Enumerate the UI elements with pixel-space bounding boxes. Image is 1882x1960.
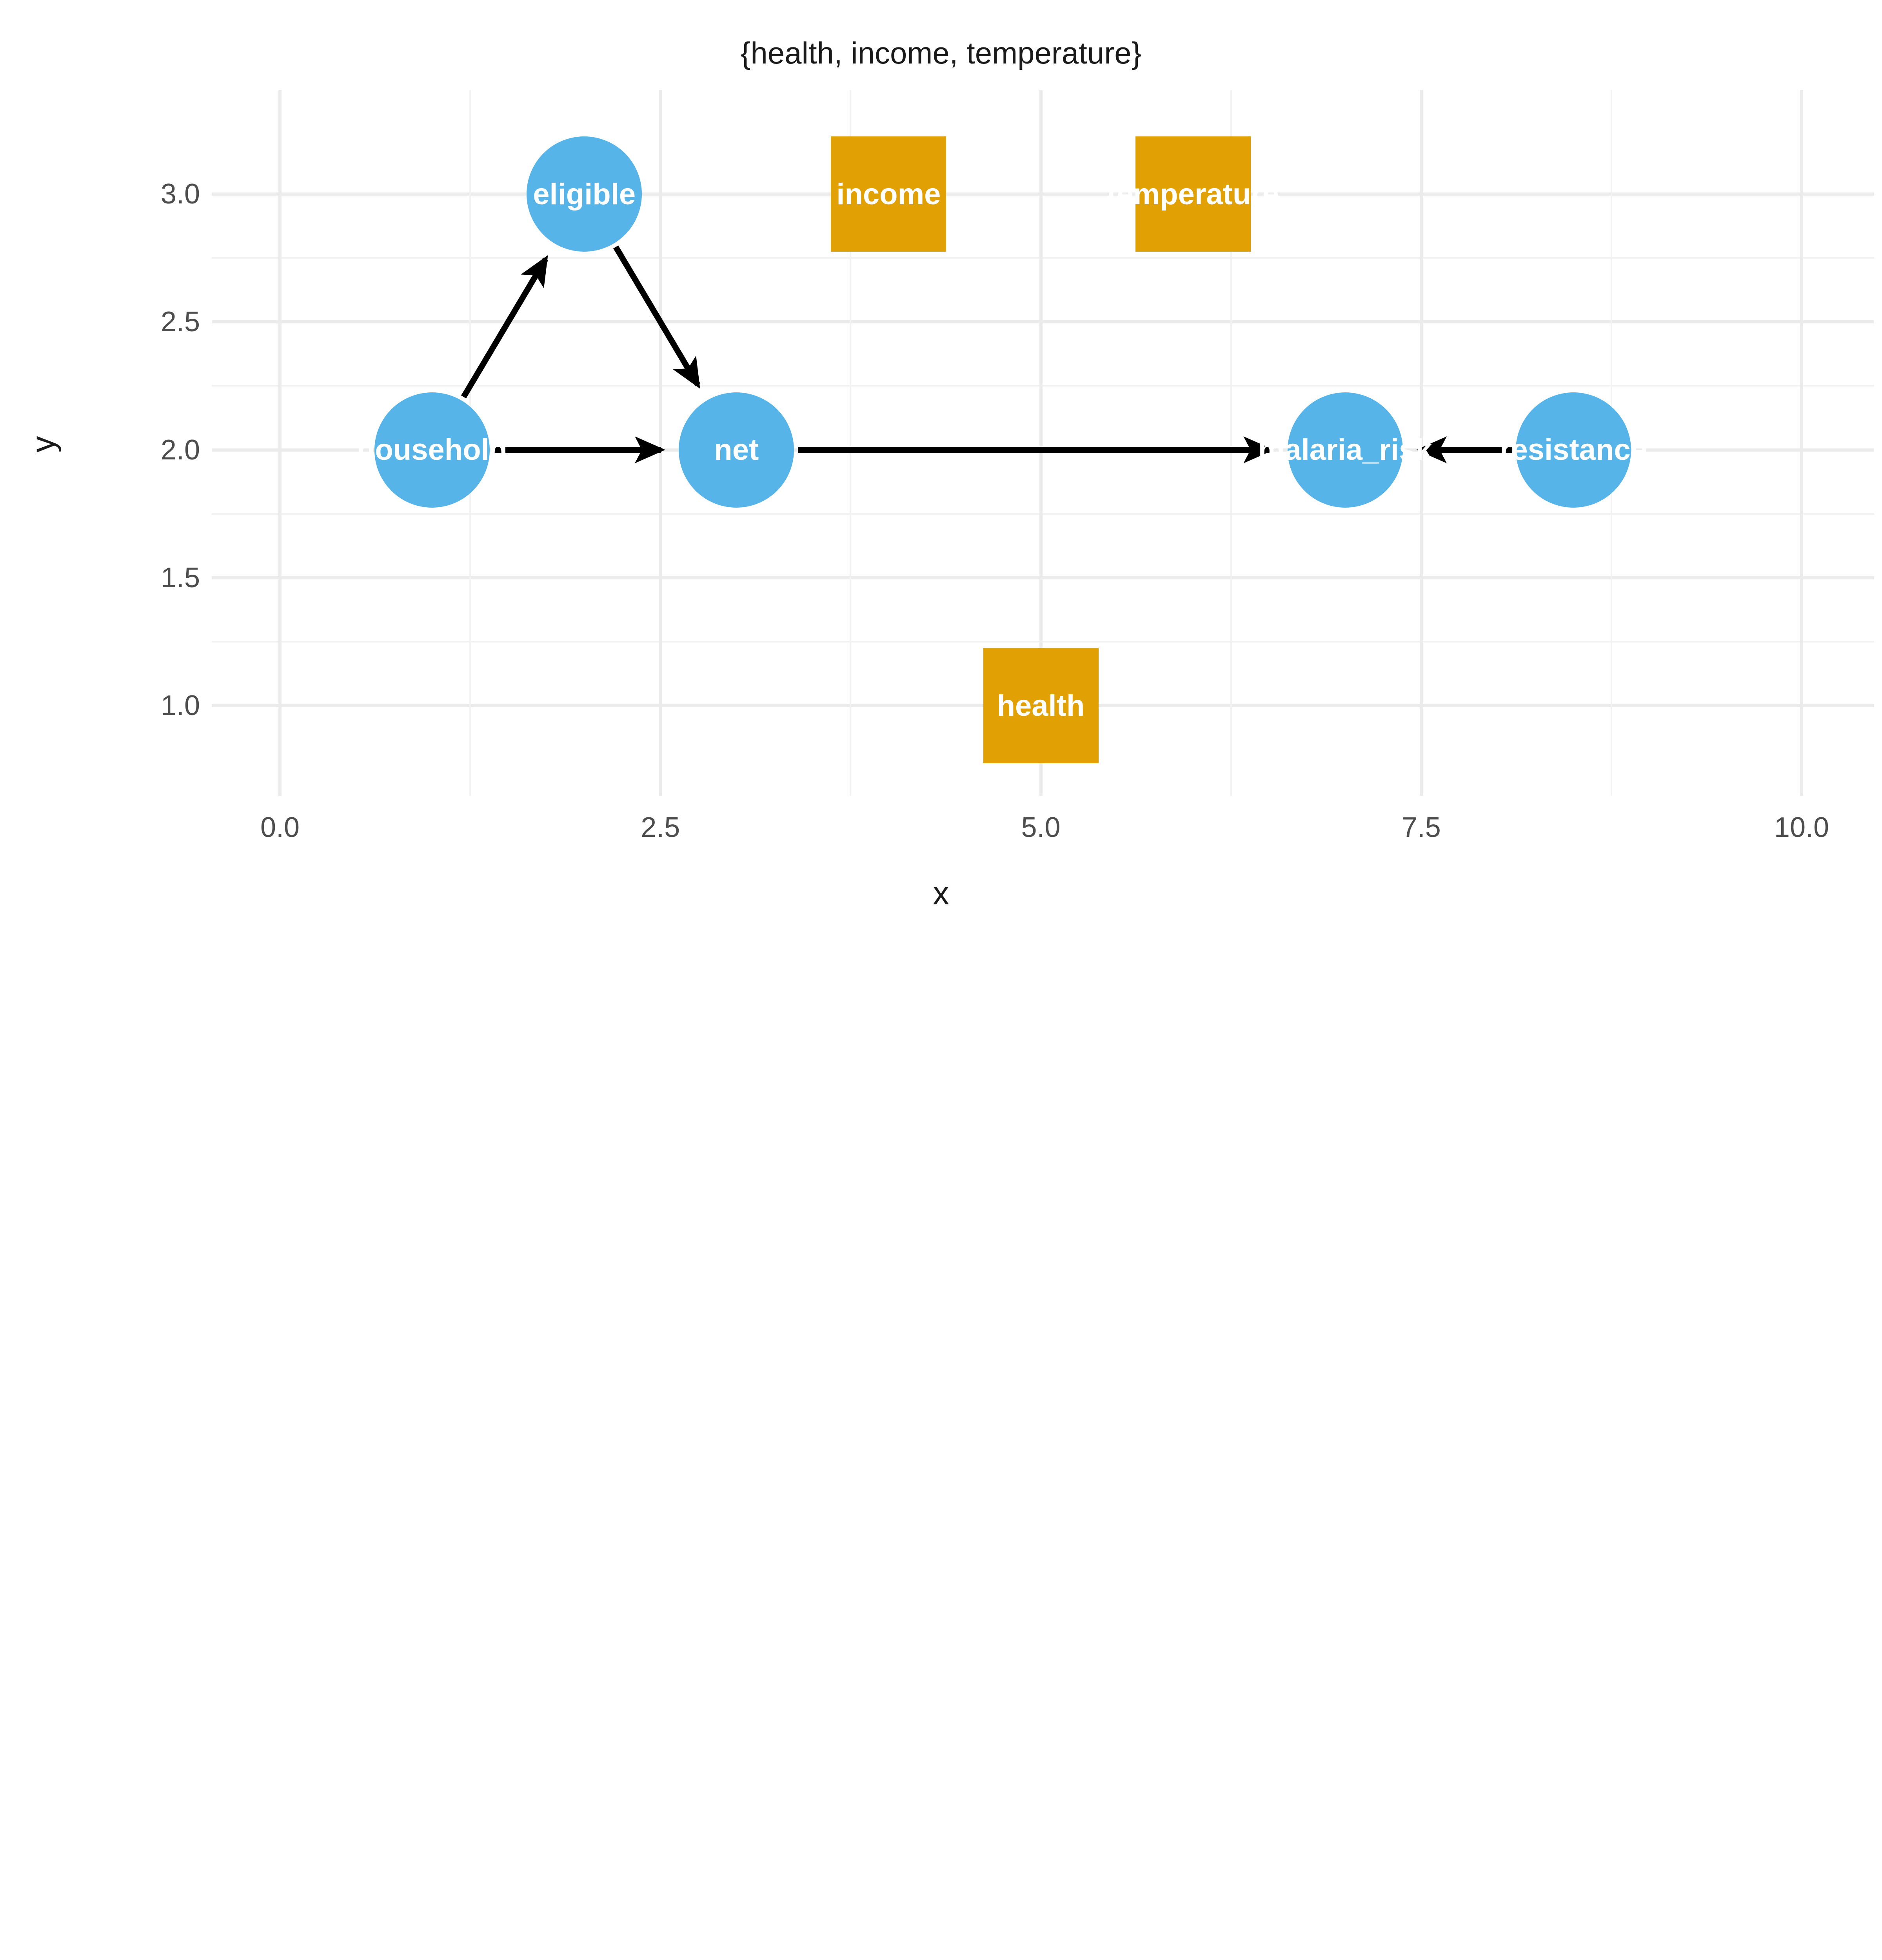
y-tick-label-2.5: 2.5 bbox=[160, 306, 200, 338]
gridline-y-minor-1.75 bbox=[212, 513, 1874, 515]
dag-edge-layer bbox=[461, 245, 1512, 463]
y-tick-label-1.5: 1.5 bbox=[160, 562, 200, 593]
x-tick-label-5.0: 5.0 bbox=[1021, 812, 1061, 843]
gridline-x-0 bbox=[278, 90, 282, 796]
gridline-y-2.5 bbox=[212, 320, 1874, 324]
x-tick-label-7.5: 7.5 bbox=[1401, 812, 1441, 843]
dag-node-temperature[interactable]: temperature bbox=[1107, 136, 1279, 252]
dag-edge-household-to-eligible bbox=[461, 255, 548, 399]
dag-node-resistance[interactable]: resistance bbox=[1500, 392, 1647, 508]
legend: adjusted adjusted unadjusted bbox=[0, 1004, 1882, 1129]
gridline-x-minor-3.75 bbox=[850, 90, 852, 796]
gridline-y-minor-2.25 bbox=[212, 385, 1874, 387]
dag-node-eligible[interactable]: eligible bbox=[527, 136, 642, 252]
dag-node-label-resistance: resistance bbox=[1499, 433, 1647, 466]
dag-node-label-income: income bbox=[836, 177, 941, 211]
dag-node-label-health: health bbox=[997, 689, 1085, 722]
y-tick-label-2.0: 2.0 bbox=[160, 434, 200, 466]
y-tick-label-3.0: 3.0 bbox=[160, 178, 200, 210]
x-tick-label-10.0: 10.0 bbox=[1774, 812, 1829, 843]
dag-node-income[interactable]: income bbox=[831, 136, 946, 252]
gridline-x-5 bbox=[1039, 90, 1043, 796]
dag-node-net[interactable]: net bbox=[679, 392, 794, 508]
gridline-y-3 bbox=[212, 192, 1874, 196]
x-tick-label-2.5: 2.5 bbox=[641, 812, 680, 843]
dag-plot: {health, income, temperature} 1.0 1.5 2.0 2… bbox=[0, 36, 1882, 1129]
gridline-y-1.5 bbox=[212, 576, 1874, 579]
x-axis-title: x bbox=[933, 875, 949, 911]
y-tick-label-1.0: 1.0 bbox=[160, 690, 200, 721]
dag-node-malaria_risk[interactable]: malaria_risk bbox=[1258, 392, 1432, 508]
dag-node-label-household: household bbox=[357, 433, 508, 466]
x-tick-label-0.0: 0.0 bbox=[260, 812, 300, 843]
gridline-x-10 bbox=[1800, 90, 1803, 796]
gridline-x-minor-6.25 bbox=[1230, 90, 1232, 796]
plot-title: {health, income, temperature} bbox=[740, 36, 1142, 70]
gridline-y-minor-2.75 bbox=[212, 257, 1874, 259]
dag-node-household[interactable]: household bbox=[357, 392, 507, 508]
dag-node-label-eligible: eligible bbox=[533, 177, 636, 211]
dag-node-health[interactable]: health bbox=[983, 648, 1099, 763]
dag-node-label-net: net bbox=[714, 433, 759, 466]
dag-edge-eligible-to-net bbox=[613, 245, 701, 389]
gridline-y-minor-1.25 bbox=[212, 641, 1874, 642]
